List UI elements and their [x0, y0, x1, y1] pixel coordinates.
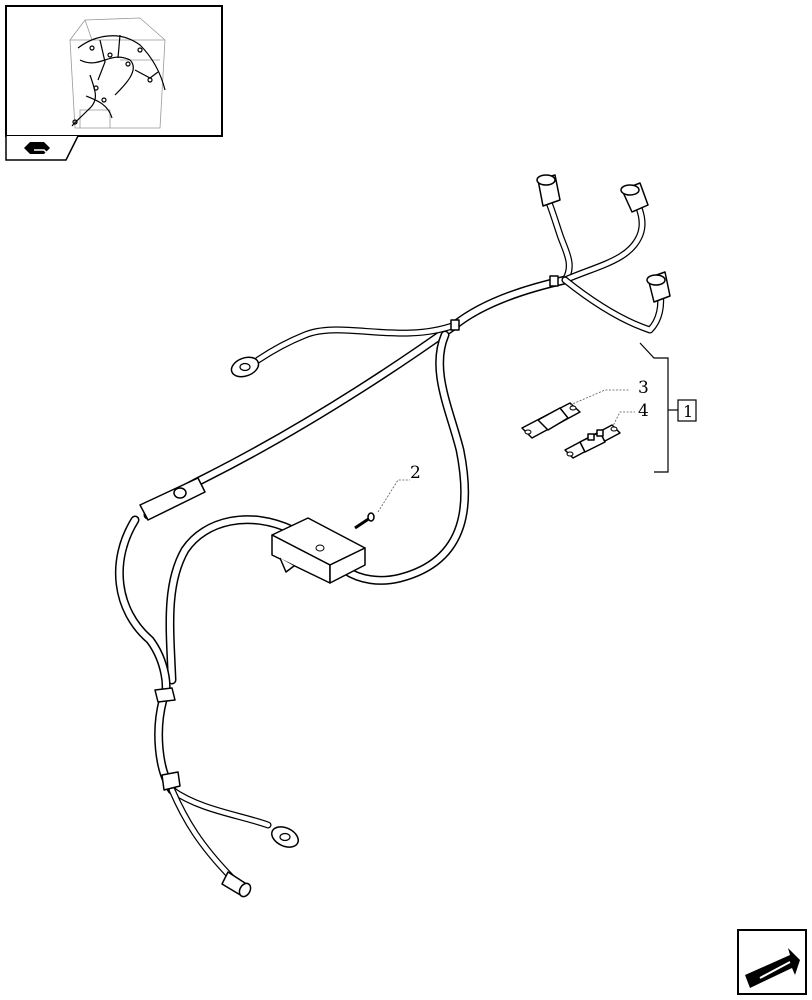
callout-2: 2: [410, 463, 421, 483]
plug-connector: [221, 871, 252, 898]
fuse-holder[interactable]: [564, 424, 621, 459]
arrow-next-icon: [745, 948, 800, 988]
locator-thumbnail[interactable]: [5, 5, 223, 161]
angled-connector: [536, 174, 671, 303]
ring-terminal: [230, 356, 299, 848]
cab-sketch-icon: [69, 17, 166, 129]
fuse-box[interactable]: [271, 517, 366, 584]
kit-bracket: [639, 342, 697, 473]
nav-next-button[interactable]: [737, 929, 807, 995]
callout-3: 3: [638, 378, 649, 398]
book-icon: [24, 142, 50, 155]
cable-sleeve: [139, 275, 559, 791]
fuse-strip[interactable]: [521, 402, 581, 439]
harness-sketch-icon: [71, 34, 166, 127]
callout-4: 4: [638, 401, 649, 421]
wiring-harness: [114, 174, 671, 898]
leader-lines: [377, 389, 635, 513]
callout-1: 1: [683, 402, 693, 421]
screw[interactable]: [354, 512, 375, 530]
